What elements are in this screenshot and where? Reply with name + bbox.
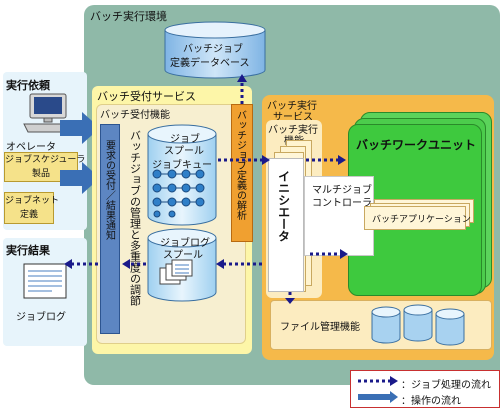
execution-service-label-2: サービス (273, 112, 313, 123)
job-definition-database (164, 21, 266, 79)
legend-box (350, 370, 500, 408)
scheduler-label-1: ジョブスケジューラ (5, 155, 86, 165)
joblog-document-icon (23, 263, 67, 299)
result-title: 実行結果 (6, 244, 50, 257)
jobnet-definition-box: ジョブネット 定義 (4, 192, 60, 224)
job-management-label: バッチジョブの管理と多重度の調節 (128, 130, 142, 306)
scheduler-label-2: 製品 (31, 169, 50, 179)
initiator-center-card (268, 158, 304, 292)
application-label: バッチアプリケーション (372, 215, 471, 225)
definition-analysis-bar (231, 104, 253, 242)
db-label-line1: バッチジョブ (183, 44, 243, 55)
execution-service-label-1: バッチ実行 (267, 101, 317, 112)
request-title: 実行依頼 (6, 79, 50, 92)
legend-dotted-label: ：ジョブ処理の流れ (401, 380, 491, 391)
input-arrows (60, 112, 100, 194)
job-queue-items (152, 169, 205, 218)
multi-controller-label-1: マルチジョブ (312, 185, 372, 196)
jobnet-label-1: ジョブネット (5, 196, 60, 206)
jobnet-label-2: 定義 (19, 210, 38, 220)
joblog-spool-cylinder (147, 228, 217, 302)
joblog-spool-label-2: スプール (163, 250, 203, 261)
db-label-line2: 定義データベース (170, 58, 250, 69)
work-unit-title: バッチワークユニット (356, 138, 477, 152)
definition-analysis-label: バッチジョブ定義の解析 (234, 110, 246, 220)
multi-controller-panel (304, 176, 374, 256)
file-management-label: ファイル管理機能 (280, 322, 360, 333)
legend-solid-label: ：操作の流れ (401, 396, 461, 407)
environment-title: バッチ実行環境 (90, 10, 167, 23)
operator-label: オペレータ (6, 142, 56, 153)
execution-function-label-1: バッチ実行 (268, 125, 318, 136)
joblog-label: ジョブログ (16, 312, 66, 323)
legend-solid-arrow-icon (358, 391, 398, 403)
initiator-label: イニシエータ (276, 170, 291, 242)
reception-function-title: バッチ受付機能 (100, 110, 170, 121)
job-queue-label: ジョブキュー (152, 160, 212, 171)
application-box (364, 206, 466, 230)
scheduler-box: ジョブスケジューラ 製品 (4, 152, 86, 182)
file-storage-icon (371, 304, 465, 346)
joblog-spool-label-1: ジョブログ (160, 238, 210, 249)
request-accept-label: 要求の受付／結果通知 (103, 140, 115, 240)
reception-service-title: バッチ受付サービス (97, 90, 196, 103)
job-spool-label-1: ジョブ (170, 134, 200, 145)
multi-controller-label-2: コントローラ (312, 198, 372, 209)
job-spool-label-2: スプール (164, 146, 204, 157)
request-accept-bar (100, 124, 120, 334)
legend-dotted-arrow-icon (358, 376, 398, 386)
